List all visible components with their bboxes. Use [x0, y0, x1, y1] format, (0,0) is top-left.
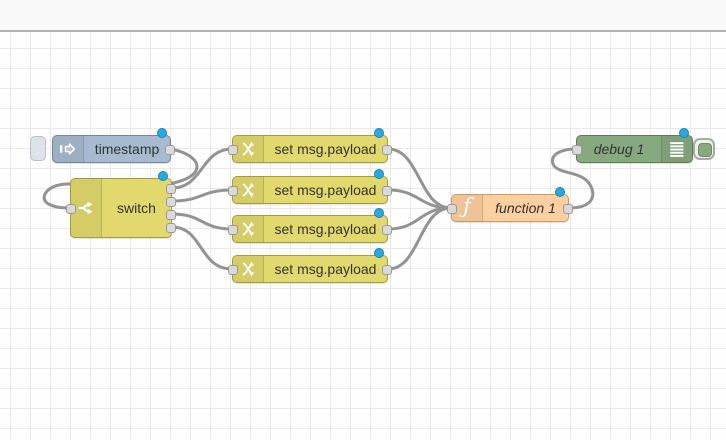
modified-badge [374, 128, 384, 138]
swap-arrows-icon [242, 261, 254, 277]
inject-icon-area [53, 136, 84, 162]
inject-arrow-icon [60, 143, 76, 155]
node-change-3[interactable]: set msg.payload [228, 208, 392, 243]
swap-arrows-icon [242, 221, 254, 237]
node-change-1[interactable]: set msg.payload [228, 128, 392, 163]
workspace-top-edge [0, 0, 726, 32]
node-label-change-1: set msg.payload [274, 141, 377, 157]
output-port[interactable] [382, 186, 392, 196]
modified-badge [157, 128, 167, 138]
input-port[interactable] [447, 204, 457, 214]
wire-change4-to-function[interactable] [386, 206, 453, 271]
output-port[interactable] [382, 145, 392, 155]
node-debug-1[interactable]: debug 1 [572, 128, 693, 163]
node-label-function-1: function 1 [495, 200, 556, 216]
wire-switch2-to-change2[interactable] [170, 188, 234, 203]
swap-arrows-icon [242, 182, 254, 198]
inject-trigger-button[interactable] [30, 136, 46, 161]
node-label-change-2: set msg.payload [274, 182, 377, 198]
wire-switch1-to-change1[interactable] [170, 147, 234, 190]
change-icon-area [233, 216, 264, 242]
function-icon: ƒ [463, 194, 471, 218]
input-port[interactable] [228, 186, 238, 196]
modified-badge [374, 248, 384, 258]
wire-function-to-debug[interactable] [550, 147, 595, 210]
node-switch[interactable]: switch [66, 171, 176, 238]
wire-change1-to-function[interactable] [386, 147, 453, 210]
input-port[interactable] [228, 225, 238, 235]
input-port[interactable] [228, 145, 238, 155]
node-label-change-3: set msg.payload [274, 221, 377, 237]
debug-toggle-state [698, 143, 712, 157]
function-icon-area: ƒ [452, 195, 483, 221]
debug-toggle-button[interactable] [693, 138, 715, 160]
change-icon-area [233, 136, 264, 162]
debug-icon-area [661, 136, 692, 162]
branch-arrows-icon [78, 201, 93, 215]
output-port[interactable] [563, 204, 573, 214]
node-function-1[interactable]: ƒ function 1 [447, 187, 573, 222]
modified-badge [679, 128, 689, 138]
input-port[interactable] [228, 265, 238, 275]
list-lines-icon [670, 142, 684, 157]
node-label-debug-1: debug 1 [593, 141, 645, 157]
wire-switch4-to-change4[interactable] [170, 225, 234, 271]
swap-arrows-icon [242, 141, 254, 157]
node-change-2[interactable]: set msg.payload [228, 169, 392, 204]
output-port[interactable] [382, 265, 392, 275]
output-port-2[interactable] [166, 197, 176, 207]
node-label-timestamp: timestamp [94, 141, 160, 157]
modified-badge [374, 208, 384, 218]
output-port-4[interactable] [166, 223, 176, 233]
input-port[interactable] [66, 204, 76, 214]
change-icon-area [233, 177, 264, 203]
node-label-switch: switch [117, 200, 156, 216]
modified-badge [555, 187, 565, 197]
wire-switch3-to-change3[interactable] [170, 212, 234, 231]
output-port-1[interactable] [166, 184, 176, 194]
input-port[interactable] [572, 145, 582, 155]
node-timestamp[interactable]: timestamp [52, 128, 175, 163]
modified-badge [374, 169, 384, 179]
switch-icon-area [71, 179, 102, 237]
node-label-change-4: set msg.payload [274, 261, 377, 277]
node-change-4[interactable]: set msg.payload [228, 248, 392, 283]
modified-badge [158, 171, 168, 181]
output-port-3[interactable] [166, 210, 176, 220]
output-port[interactable] [382, 225, 392, 235]
change-icon-area [233, 256, 264, 282]
output-port[interactable] [165, 145, 175, 155]
